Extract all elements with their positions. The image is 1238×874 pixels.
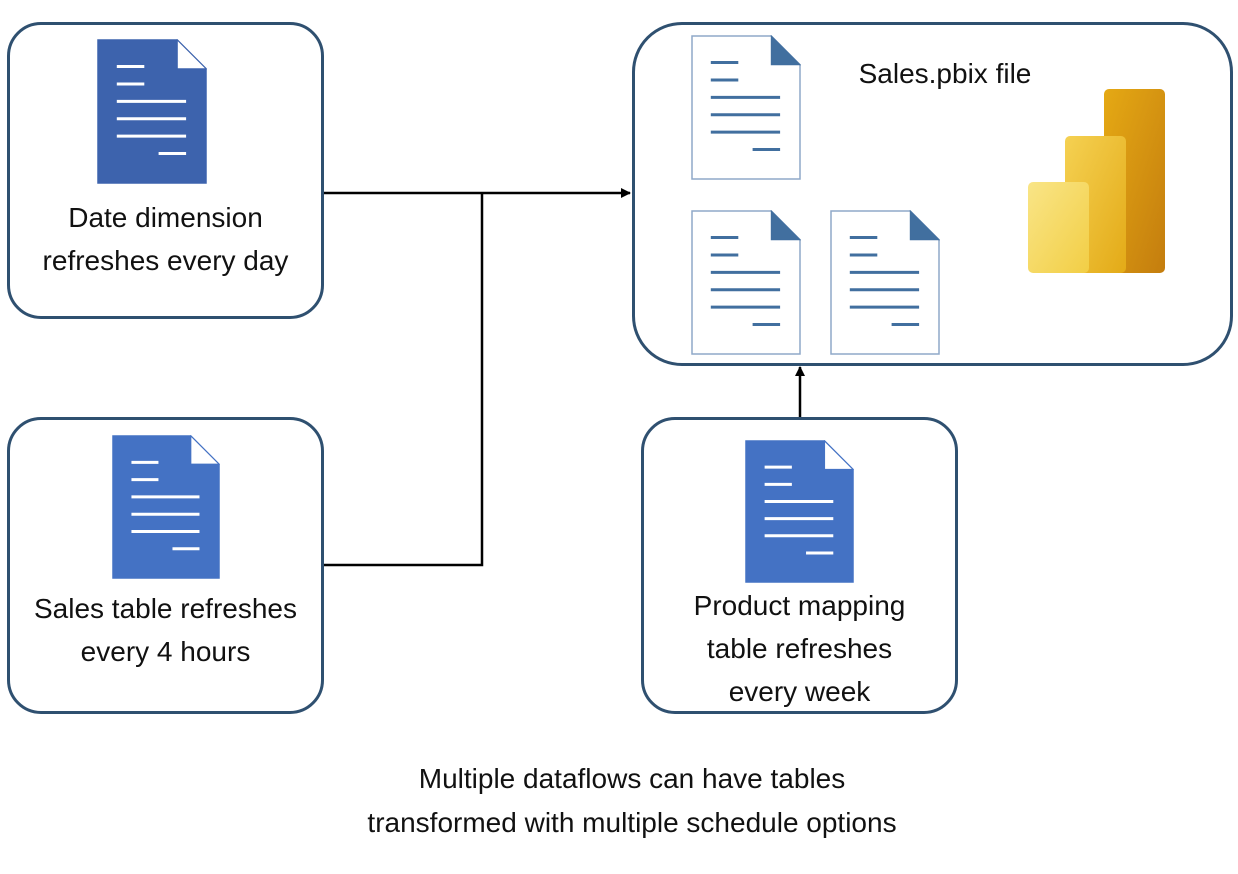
label-line: Sales table refreshes [33,593,298,624]
document-outline-icon [691,34,802,180]
document-outline-icon [830,209,941,355]
label-line: every 4 hours [80,636,251,667]
label-line: table refreshes [706,633,893,664]
logo-bar-short [1028,182,1089,273]
document-icon [745,439,855,583]
pbix-label: Sales.pbix file [858,58,1032,89]
product-mapping-label: Product mapping table refreshes every we… [641,584,958,713]
connector-sales-to-pbix [323,193,484,567]
sales-table-label: Sales table refreshes every 4 hours [7,587,324,673]
document-icon [112,434,221,579]
document-outline-icon [691,209,802,355]
power-bi-logo [1028,89,1165,273]
label-line: refreshes every day [42,245,289,276]
label-line: Date dimension [68,202,263,233]
date-dimension-label: Date dimension refreshes every day [7,196,324,282]
label-line: every week [728,676,871,707]
document-icon [97,38,208,184]
caption: Multiple dataflows can have tables trans… [232,757,1032,845]
caption-line: transformed with multiple schedule optio… [367,807,897,838]
label-line: Product mapping [693,590,906,621]
caption-line: Multiple dataflows can have tables [418,763,846,794]
